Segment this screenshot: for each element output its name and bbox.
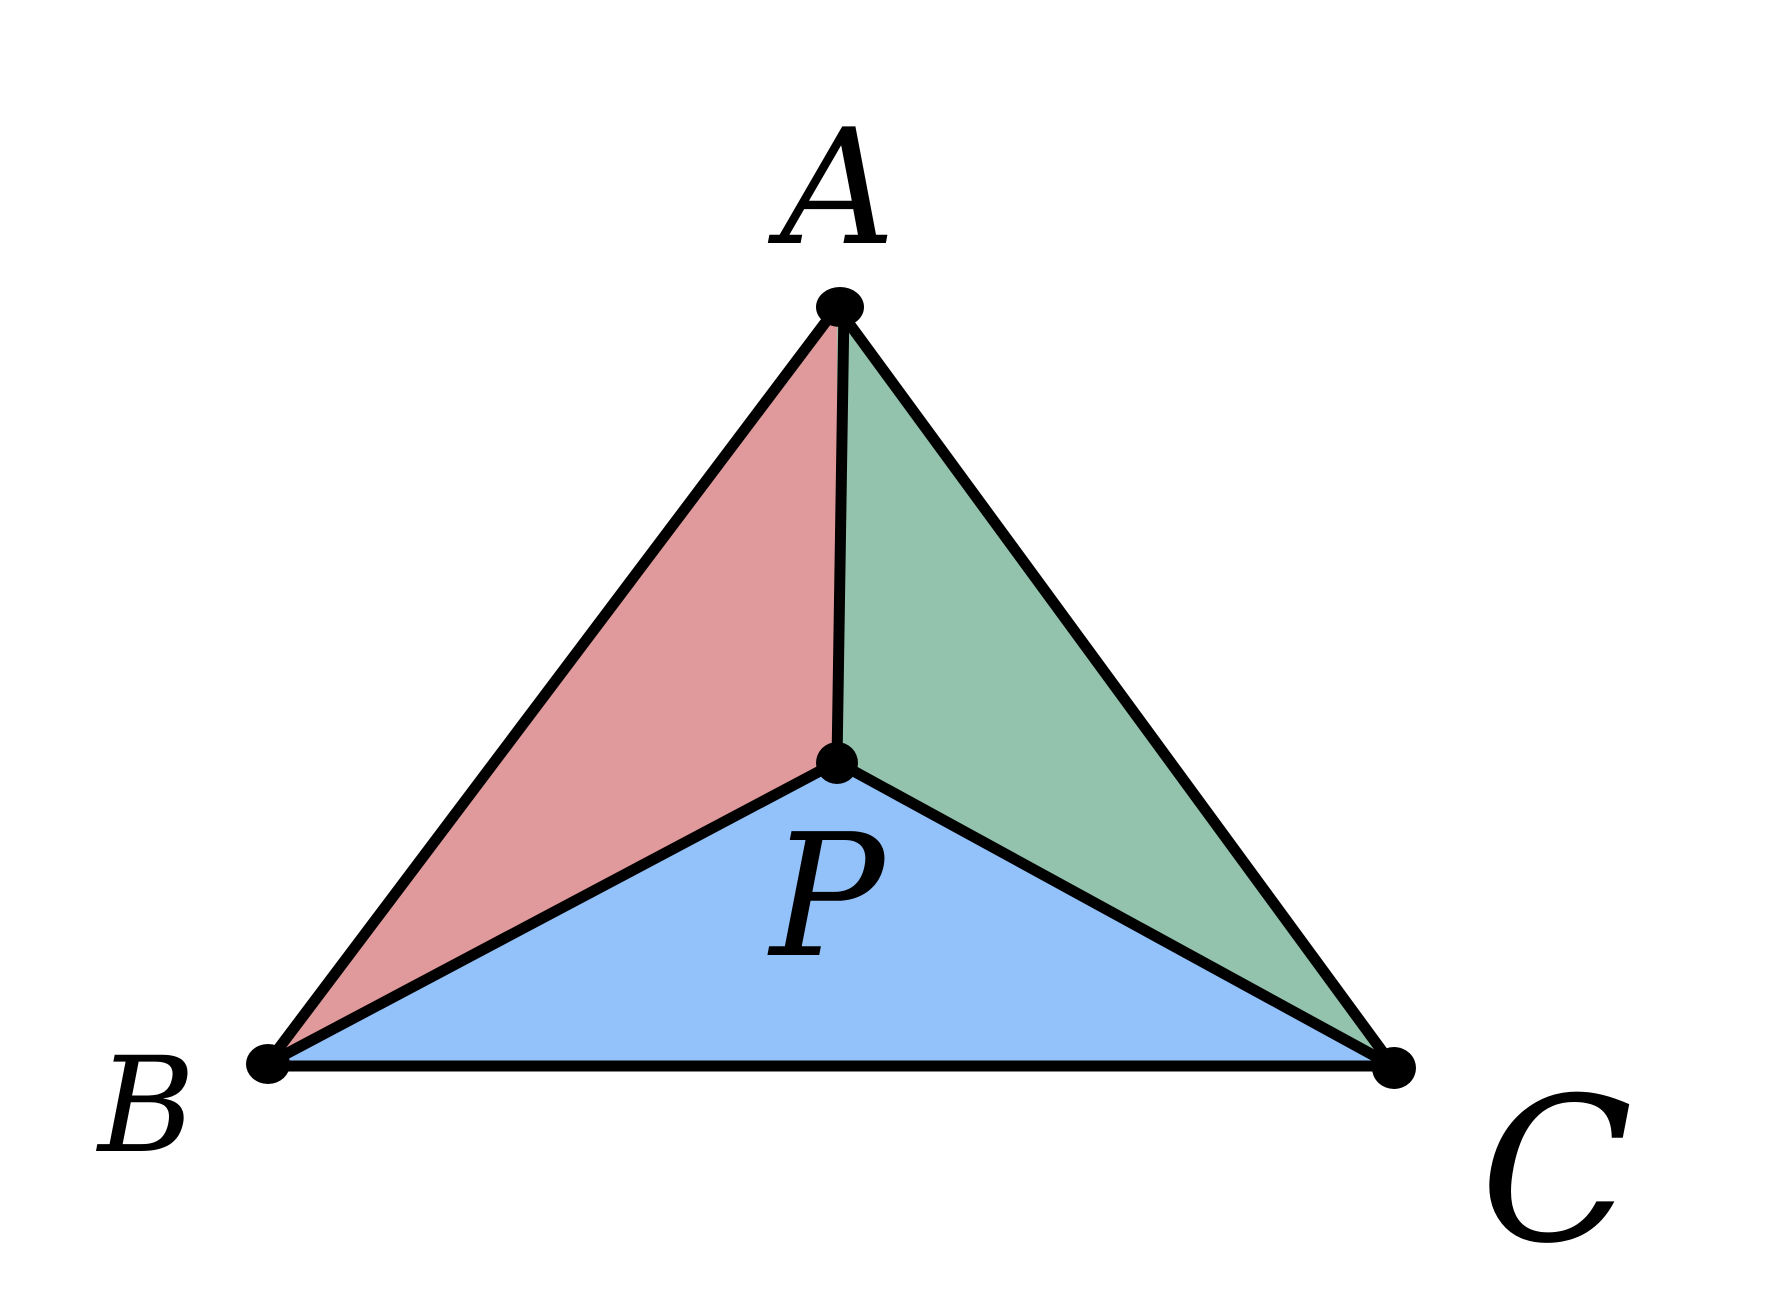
- segment-pb: [261, 756, 843, 1070]
- vertex-dot-b: [246, 1044, 290, 1084]
- segment-pa: [831, 301, 850, 768]
- vertex-dot-a: [816, 287, 864, 327]
- label-c: C: [1480, 1055, 1634, 1288]
- segment-pc: [831, 756, 1399, 1072]
- vertex-dot-p: [816, 742, 858, 784]
- label-p: P: [770, 798, 885, 996]
- label-a: A: [780, 94, 896, 281]
- region-pbc: [267, 762, 1393, 1066]
- label-b: B: [98, 1029, 196, 1183]
- segment-ab: [261, 301, 843, 1070]
- vertex-dot-c: [1372, 1047, 1416, 1089]
- segment-ca: [831, 301, 1399, 1072]
